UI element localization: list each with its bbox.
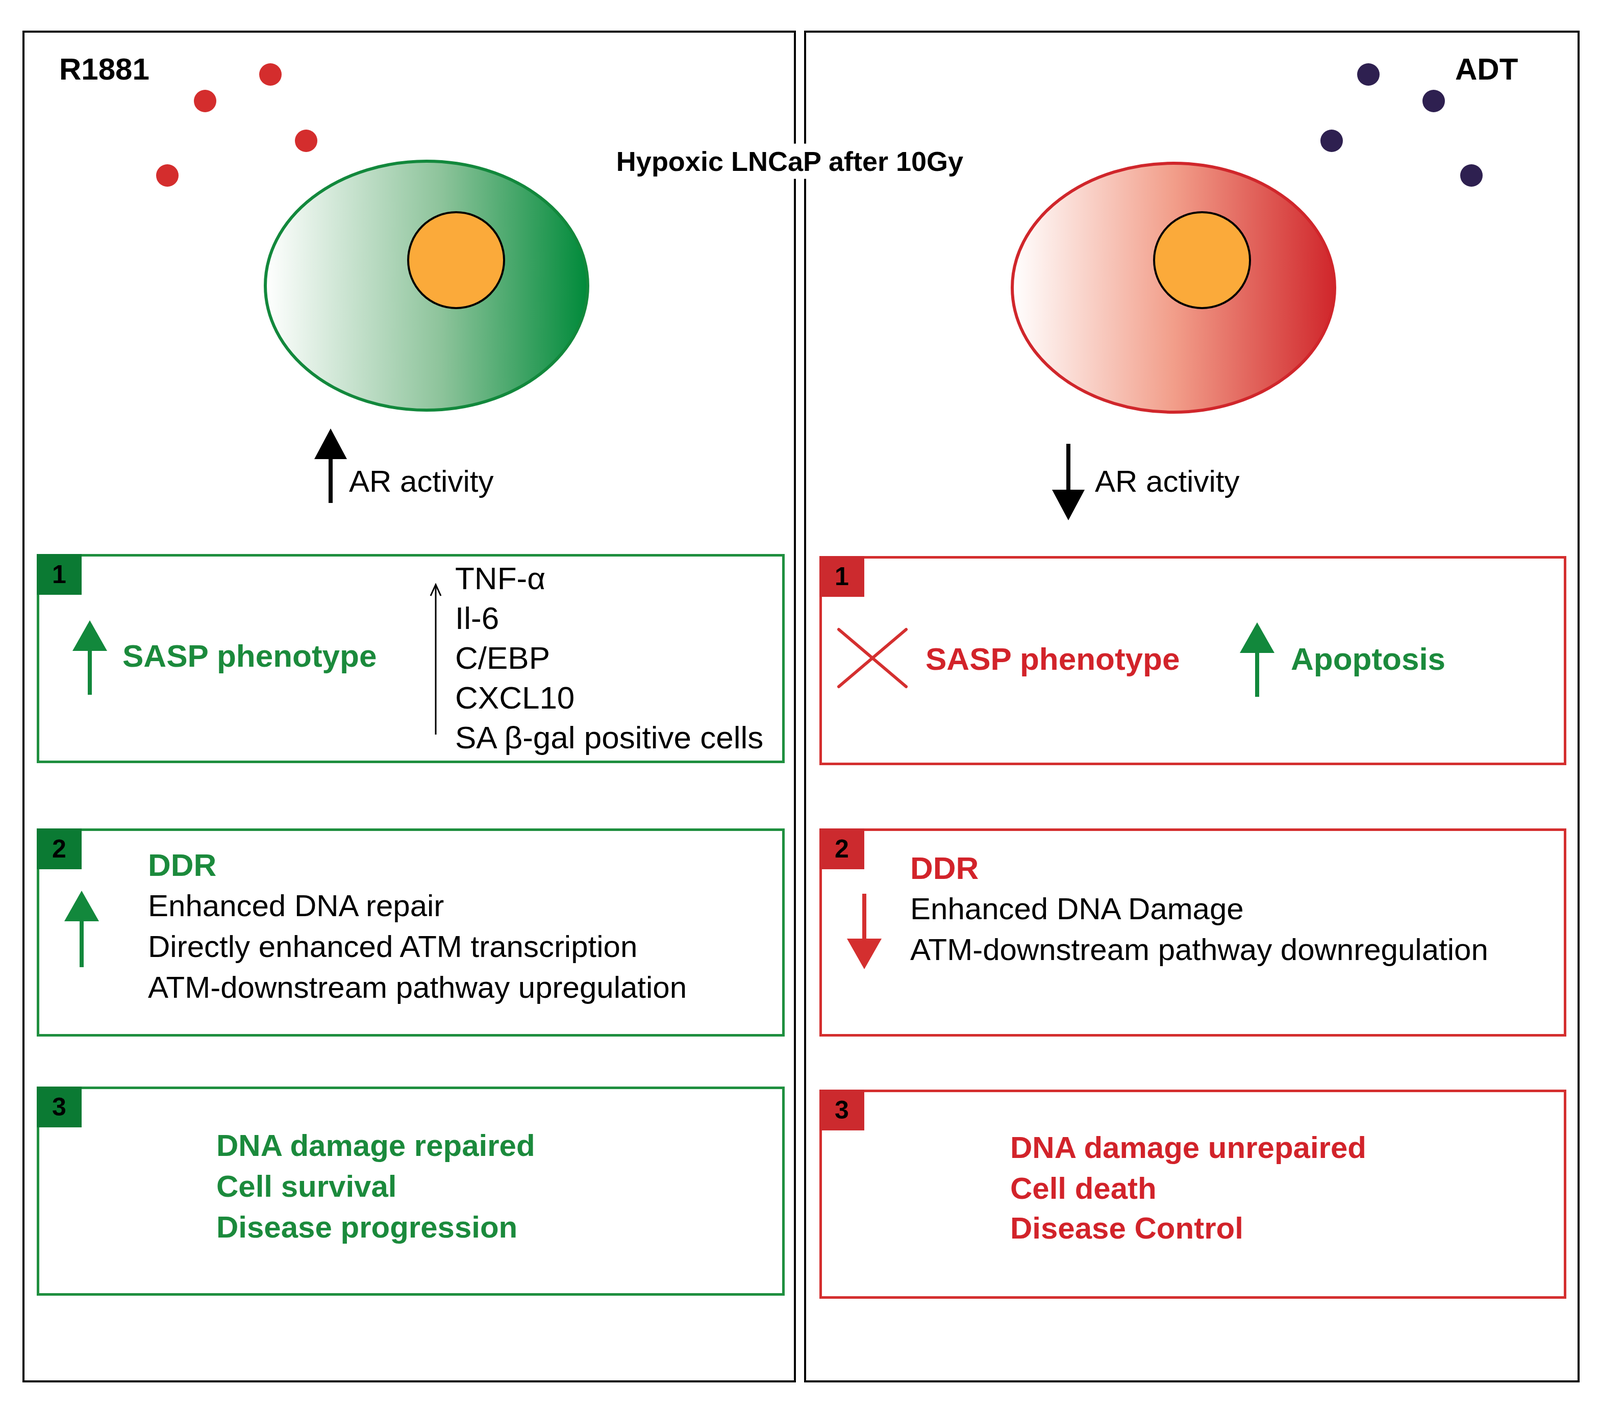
condition-label: ADT: [1455, 51, 1518, 88]
body-line: Enhanced DNA repair: [147, 887, 444, 925]
heading: DDR: [910, 849, 979, 888]
ligand-dot: [259, 63, 282, 86]
condition-label: R1881: [59, 51, 150, 88]
cross-mark: [838, 629, 907, 687]
result-box: 3DNA damage repairedCell survivalDisease…: [36, 1086, 785, 1296]
panel: ADT 1SASP phenotype Apoptosis 2DDREnhanced …: [804, 30, 1580, 1383]
callout-number: 1: [36, 554, 82, 595]
title: Hypoxic LNCaP after 10Gy: [608, 143, 972, 180]
cell-body: [1012, 163, 1335, 413]
outcome-line: Disease Control: [1010, 1210, 1244, 1247]
list-item: Il-6: [455, 599, 499, 638]
down-arrow: [846, 893, 882, 970]
list-item: CXCL10: [455, 679, 575, 717]
result-box: 1SASP phenotype Apoptosis: [819, 556, 1567, 766]
ligand-dot: [156, 164, 179, 187]
result-box: 2 DDREnhanced DNA repairDirectly enhanced…: [36, 828, 785, 1037]
up-arrow: [72, 620, 108, 695]
list-item: C/EBP: [455, 639, 550, 678]
body-line: Directly enhanced ATM transcription: [147, 928, 638, 966]
callout-number: 3: [36, 1086, 82, 1128]
callout-number: 1: [819, 556, 865, 597]
ar-up-arrow: [314, 428, 347, 504]
panel: R1881 1SASP phenotype TNF-αIl-6C/EBPCXCL10…: [22, 30, 796, 1383]
heading: SASP phenotype: [925, 640, 1180, 679]
ligand-dot: [1422, 89, 1445, 113]
list-item: TNF-α: [455, 559, 546, 598]
thin-up-arrow: [430, 584, 441, 735]
heading: DDR: [147, 846, 217, 885]
ar-down-arrow: [1052, 443, 1085, 521]
r1881-dots: [156, 63, 318, 187]
outcome-line: DNA damage repaired: [216, 1127, 536, 1165]
ligand-dot: [193, 89, 217, 113]
result-box: 2DDREnhanced DNA DamageATM-downstream pa…: [819, 828, 1567, 1037]
heading: SASP phenotype: [122, 637, 377, 675]
callout-number: 2: [819, 828, 865, 870]
ligand-dot: [1320, 129, 1343, 153]
up-arrow: [64, 890, 99, 968]
outcome-line: Cell death: [1010, 1170, 1157, 1208]
body-line: Enhanced DNA Damage: [910, 890, 1244, 928]
body-line: ATM-downstream pathway upregulation: [147, 969, 687, 1007]
heading: Apoptosis: [1290, 640, 1446, 679]
cell-body: [265, 161, 588, 411]
ligand-dot: [294, 129, 318, 153]
callout-number: 2: [36, 828, 82, 870]
nucleus: [1154, 212, 1250, 309]
up-arrow: [1239, 622, 1275, 697]
nucleus: [408, 212, 505, 309]
outcome-line: DNA damage unrepaired: [1010, 1129, 1367, 1167]
activity-label: AR activity: [348, 463, 494, 500]
outcome-line: Disease progression: [216, 1209, 518, 1246]
outcome-line: Cell survival: [216, 1168, 397, 1206]
body-line: ATM-downstream pathway downregulation: [910, 931, 1489, 969]
ligand-dot: [1460, 164, 1483, 187]
result-box: 1SASP phenotype TNF-αIl-6C/EBPCXCL10SA β-…: [36, 554, 785, 764]
activity-label: AR activity: [1094, 463, 1240, 500]
callout-number: 3: [819, 1089, 865, 1131]
ligand-dot: [1357, 63, 1380, 86]
list-item: SA β-gal positive cells: [455, 718, 764, 757]
result-box: 3DNA damage unrepairedCell deathDisease …: [819, 1089, 1567, 1299]
